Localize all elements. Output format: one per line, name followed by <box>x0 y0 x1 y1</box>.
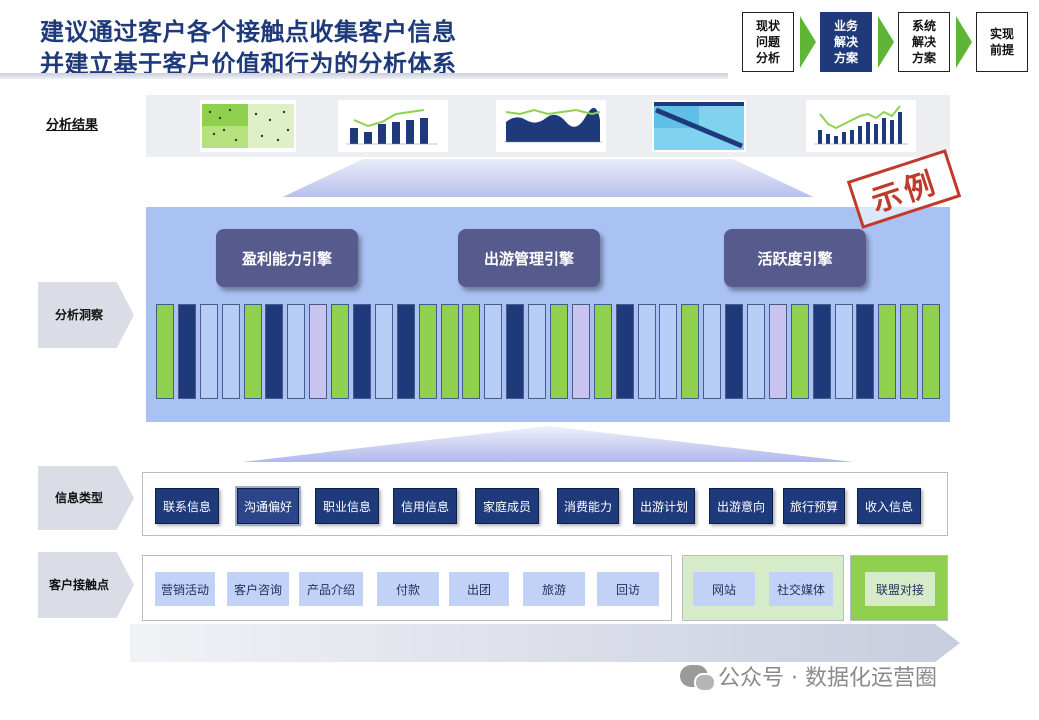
insight-bar <box>703 304 721 399</box>
insight-bar <box>594 304 612 399</box>
wechat-icon <box>680 665 716 692</box>
funnel-lower <box>242 426 854 462</box>
touchpoint-payment[interactable]: 付款 <box>377 572 439 606</box>
insight-bar <box>309 304 327 399</box>
insight-bar <box>375 304 393 399</box>
result-thumbnail-scatter <box>200 100 296 152</box>
bottom-arrow <box>130 624 960 662</box>
insight-bar <box>397 304 415 399</box>
page-title: 建议通过客户各个接触点收集客户信息 并建立基于客户价值和行为的分析体系 <box>40 16 457 80</box>
touchpoint-marketing[interactable]: 营销活动 <box>155 572 215 606</box>
insight-bar <box>638 304 656 399</box>
touchpoints-online-panel: 网站 社交媒体 <box>682 555 844 621</box>
info-types-panel: 联系信息 沟通偏好 职业信息 信用信息 家庭成员 消费能力 出游计划 出游意向 … <box>142 472 948 536</box>
insight-bar <box>856 304 874 399</box>
analysis-insight-label: 分析洞察 <box>38 282 134 348</box>
insight-bar <box>616 304 634 399</box>
result-thumbnail-area <box>496 100 606 152</box>
touchpoint-departure[interactable]: 出团 <box>449 572 509 606</box>
insight-bar <box>200 304 218 399</box>
title-underline <box>0 73 728 79</box>
insight-bar <box>725 304 743 399</box>
stage-current-analysis[interactable]: 现状 问题 分析 <box>742 12 794 72</box>
info-chip-communication[interactable]: 沟通偏好 <box>235 486 301 526</box>
info-chip-credit[interactable]: 信用信息 <box>393 488 457 524</box>
insight-bar <box>878 304 896 399</box>
insight-bar <box>900 304 918 399</box>
touchpoint-product-intro[interactable]: 产品介绍 <box>299 572 363 606</box>
insight-bar <box>681 304 699 399</box>
stage-business-solution[interactable]: 业务 解决 方案 <box>820 12 872 72</box>
stage-arrow-icon <box>956 16 972 68</box>
info-chip-family[interactable]: 家庭成员 <box>475 488 539 524</box>
info-types-label: 信息类型 <box>38 466 134 530</box>
touchpoint-consulting[interactable]: 客户咨询 <box>227 572 289 606</box>
insight-bar <box>353 304 371 399</box>
touchpoints-offline-panel: 营销活动 客户咨询 产品介绍 付款 出团 旅游 回访 <box>142 555 672 621</box>
insight-bar <box>178 304 196 399</box>
insight-bar <box>572 304 590 399</box>
insight-bar <box>287 304 305 399</box>
analysis-insight-panel: 盈利能力引擎 出游管理引擎 活跃度引擎 <box>146 207 950 422</box>
insight-bar <box>462 304 480 399</box>
insight-bar <box>769 304 787 399</box>
insight-bar <box>747 304 765 399</box>
insight-bar <box>835 304 853 399</box>
stage-prerequisites[interactable]: 实现 前提 <box>976 12 1028 72</box>
watermark: 公众号 · 数据化运营圈 <box>680 660 937 692</box>
touchpoint-website[interactable]: 网站 <box>693 572 755 606</box>
insight-bar <box>550 304 568 399</box>
insight-bar <box>156 304 174 399</box>
engine-travel-management[interactable]: 出游管理引擎 <box>458 229 600 287</box>
watermark-text: 公众号 · 数据化运营圈 <box>718 666 937 691</box>
results-label: 分析结果 <box>46 118 99 133</box>
touchpoint-social-media[interactable]: 社交媒体 <box>769 572 833 606</box>
result-thumbnail-bar-line <box>338 100 448 152</box>
insight-bar <box>265 304 283 399</box>
funnel-upper <box>282 159 814 197</box>
info-chip-travel-plan[interactable]: 出游计划 <box>633 488 695 524</box>
engine-activity[interactable]: 活跃度引擎 <box>724 229 866 287</box>
touchpoint-follow-up[interactable]: 回访 <box>597 572 659 606</box>
result-thumbnail-heatmap <box>652 100 746 152</box>
stage-arrow-icon <box>878 16 894 68</box>
insight-bar <box>528 304 546 399</box>
insight-bar <box>441 304 459 399</box>
stage-arrow-icon <box>800 16 816 68</box>
insight-bars <box>154 304 942 399</box>
insight-bar <box>791 304 809 399</box>
stage-system-solution[interactable]: 系统 解决 方案 <box>898 12 950 72</box>
touchpoints-label: 客户接触点 <box>38 552 134 618</box>
result-thumbnail-combo <box>806 100 916 152</box>
insight-bar <box>506 304 524 399</box>
insight-bar <box>659 304 677 399</box>
insight-bar <box>244 304 262 399</box>
touchpoints-partner-panel: 联盟对接 <box>850 555 948 621</box>
info-chip-income[interactable]: 收入信息 <box>857 488 921 524</box>
touchpoint-alliance[interactable]: 联盟对接 <box>865 572 935 606</box>
insight-bar <box>222 304 240 399</box>
insight-bar <box>484 304 502 399</box>
touchpoint-travel[interactable]: 旅游 <box>523 572 585 606</box>
results-strip <box>146 95 950 157</box>
info-chip-contact[interactable]: 联系信息 <box>155 488 219 524</box>
insight-bar <box>922 304 940 399</box>
insight-bar <box>813 304 831 399</box>
title-line-1: 建议通过客户各个接触点收集客户信息 <box>40 18 457 46</box>
info-chip-travel-intent[interactable]: 出游意向 <box>709 488 773 524</box>
info-chip-spending[interactable]: 消费能力 <box>557 488 619 524</box>
engine-profitability[interactable]: 盈利能力引擎 <box>216 229 358 287</box>
info-chip-occupation[interactable]: 职业信息 <box>315 488 379 524</box>
insight-bar <box>331 304 349 399</box>
info-chip-budget[interactable]: 旅行预算 <box>783 488 845 524</box>
insight-bar <box>419 304 437 399</box>
